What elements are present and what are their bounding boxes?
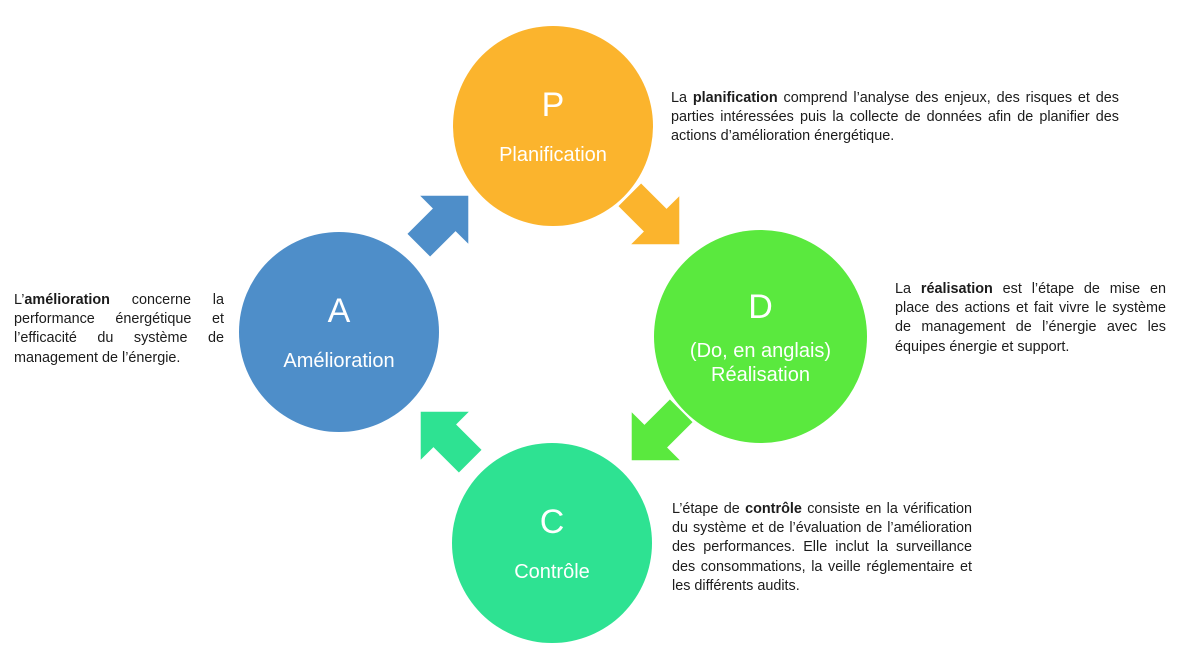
desc-c-bold: contrôle <box>745 501 802 517</box>
desc-a-after: concerne la performance énergétique et l… <box>14 292 224 366</box>
label-realisation-line1: (Do, en anglais) <box>689 339 832 362</box>
circle-controle: C Contrôle <box>452 443 652 643</box>
circle-realisation: D (Do, en anglais) Réalisation <box>654 230 867 443</box>
description-amelioration: L’amélioration concerne la performance é… <box>14 291 224 368</box>
description-planification: La planification comprend l’analyse des … <box>671 89 1119 147</box>
label-amelioration: Amélioration <box>283 350 395 372</box>
desc-d-bold: réalisation <box>920 281 993 297</box>
desc-c-after: consiste en la vérification du système e… <box>672 501 972 594</box>
circle-planification: P Planification <box>453 26 653 226</box>
letter-p: P <box>541 86 565 124</box>
description-controle: L’étape de contrôle consiste en la vérif… <box>672 500 972 596</box>
label-realisation-line2: Réalisation <box>711 363 810 386</box>
label-controle: Contrôle <box>514 561 590 583</box>
arrow-c-to-a <box>396 387 495 486</box>
label-planification: Planification <box>499 144 607 166</box>
circle-amelioration: A Amélioration <box>239 232 439 432</box>
desc-d-after: est l’étape de mise en place des actions… <box>895 281 1166 355</box>
label-realisation: (Do, en anglais) Réalisation <box>690 339 831 387</box>
desc-p-bold: planification <box>692 90 778 106</box>
desc-a-before: L’ <box>14 292 25 308</box>
desc-a-bold: amélioration <box>24 292 110 308</box>
letter-d: D <box>748 287 773 326</box>
desc-d-before: La <box>895 281 921 297</box>
letter-c: C <box>539 503 565 541</box>
desc-c-before: L’étape de <box>672 501 746 517</box>
description-realisation: La réalisation est l’étape de mise en pl… <box>895 280 1166 357</box>
desc-p-before: La <box>671 90 693 106</box>
letter-a: A <box>327 292 351 330</box>
desc-p-after: comprend l’analyse des enjeux, des risqu… <box>671 90 1119 145</box>
